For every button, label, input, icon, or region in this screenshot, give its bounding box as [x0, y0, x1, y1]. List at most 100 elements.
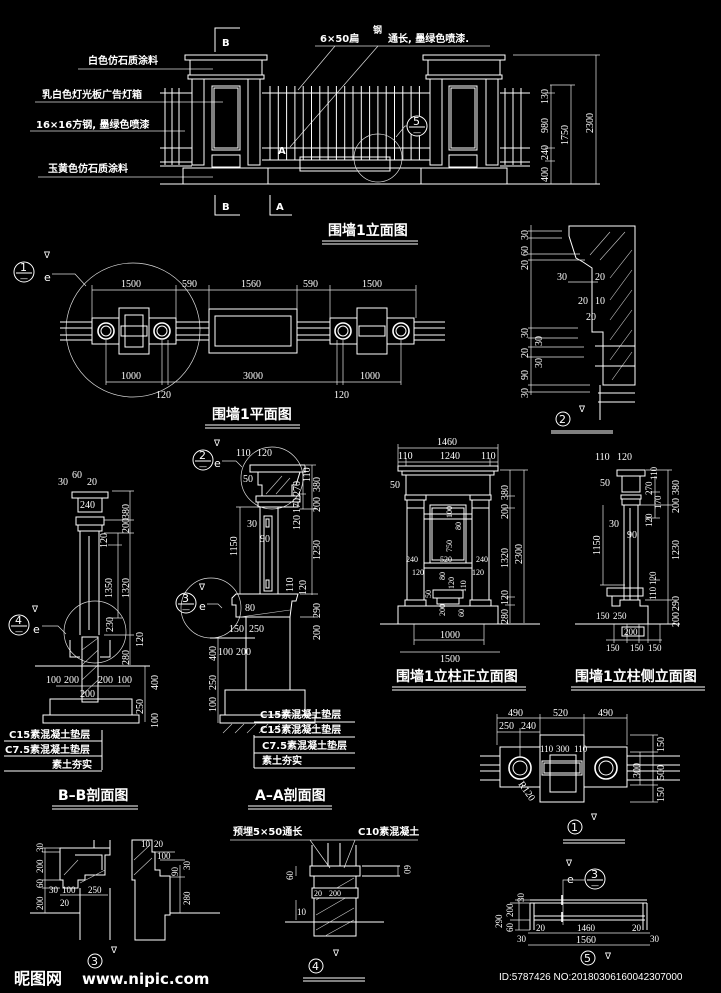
d4-dim-10: 10: [297, 907, 307, 917]
aa-dim-r270: 270: [292, 481, 303, 496]
d4-note-left: 预埋5×50通长: [233, 825, 303, 838]
cs-dim-150-d: 150: [648, 643, 662, 653]
aa-ref3-num: 3: [182, 592, 189, 605]
d2-ref: 2: [559, 413, 566, 426]
plan-dim-590-left: 590: [182, 279, 197, 290]
bb-dim-250: 250: [135, 699, 146, 714]
aa-dim-30: 30: [247, 519, 257, 530]
d1-dim-150-bottom: 150: [656, 787, 667, 802]
aa-layer-3: C7.5素混凝土垫层: [262, 739, 347, 752]
plan-dim-1500-left: 1500: [121, 279, 141, 290]
svg-text:∇: ∇: [110, 946, 118, 956]
d3-dim-r20: 20: [154, 839, 164, 849]
svg-text:∇: ∇: [213, 439, 221, 449]
cf-inner-520: 520: [440, 555, 452, 564]
cf-inner-50: 50: [424, 590, 433, 598]
d2-dim-10: 10: [595, 296, 605, 307]
d5-dim-60: 60: [505, 923, 515, 933]
aa-dim-r380: 380: [312, 477, 323, 492]
cs-dim-r110b: 110: [648, 586, 658, 600]
cs-dim-150-c: 150: [630, 643, 644, 653]
cs-dim-200: 200: [624, 627, 638, 637]
cf-dim-2300: 2300: [514, 544, 525, 564]
aa-ref2-sheet: —: [199, 462, 207, 471]
d3-dim-r100: 100: [157, 851, 171, 861]
aa-dim-150: 150: [229, 624, 244, 635]
cf-dim-380: 380: [500, 485, 511, 500]
aa-dim-r120b: 120: [298, 580, 309, 595]
plan-ref-sym2: ∇: [43, 251, 51, 261]
cs-dim-r200: 200: [671, 498, 682, 513]
cs-dim-r170: 170: [653, 495, 663, 509]
cs-dim-r200b: 200: [671, 612, 682, 627]
column-front-elevation: 1460 110 1240 110 50 380 200 1320 120 28…: [380, 437, 540, 691]
cs-dim-30: 30: [609, 519, 619, 530]
section-mark-b-bottom: B: [222, 202, 230, 213]
bb-dim-60: 60: [72, 470, 82, 481]
svg-text:∇: ∇: [565, 859, 573, 869]
bb-dim-200: 200: [121, 518, 132, 533]
label-lightbox: 乳白色灯光板广告灯箱: [42, 88, 142, 101]
detail-ref-5-num: 5: [413, 115, 420, 128]
section-aa: 2 — ∇ e 110 120 50: [175, 439, 355, 810]
detail-4-cap: 预埋5×50通长 C10素混凝土 60 60 20 200 10 ∇ 4: [230, 825, 419, 982]
d3-ref: 3: [91, 955, 98, 968]
d2-dim-30: 30: [520, 230, 531, 240]
cf-dim-110-left: 110: [398, 451, 413, 462]
plan-ref-num: 1: [20, 261, 27, 274]
d4-note-right: C10素混凝土: [358, 825, 419, 838]
d1-radius: R120: [516, 779, 537, 803]
cs-dim-90: 90: [627, 530, 637, 541]
d3-dim-200b: 200: [35, 896, 45, 910]
dim-elev-2300: 2300: [585, 113, 596, 133]
cs-dim-r1230: 1230: [671, 540, 682, 560]
label-steel-bar: 16×16方钢, 墨绿色喷漆: [36, 118, 150, 131]
d3-dim-r90: 90: [170, 867, 180, 877]
d3-dim-60: 60: [35, 879, 45, 889]
cf-dim-50: 50: [390, 480, 400, 491]
svg-text:e: e: [199, 600, 206, 613]
cf-inner-240-right: 240: [476, 555, 488, 564]
d3-dim-250: 250: [88, 885, 102, 895]
cf-dim-110-right: 110: [481, 451, 496, 462]
bb-dim-380: 380: [121, 504, 132, 519]
d4-dim-60-right: 60: [402, 865, 412, 875]
plan-dim-120-right: 120: [334, 390, 349, 401]
bb-base-200-center: 200: [80, 689, 95, 700]
d3-dim-r280: 280: [182, 891, 192, 905]
cs-dim-1150: 1150: [592, 535, 603, 555]
bb-layer-2: C7.5素混凝土垫层: [5, 743, 90, 756]
d2-dim-30-inner: 30: [557, 272, 567, 283]
dim-elev-240: 240: [540, 145, 551, 160]
bb-base-100-left: 100: [46, 675, 61, 686]
d1-dim-110-left: 110: [540, 744, 554, 754]
dim-elev-400: 400: [540, 167, 551, 182]
watermark-id: ID:5787426 NO:20180306160042307000: [499, 972, 683, 983]
aa-layer-1: C15素混凝土垫层: [260, 708, 341, 721]
detail-2-cornice: 30 60 20 30 20 30 30 90 30 30 20 20 10 2…: [520, 225, 636, 434]
d5-dim-30: 30: [516, 893, 526, 903]
svg-text:∇: ∇: [198, 583, 206, 593]
d2-dim-90: 90: [520, 370, 531, 380]
d3-dim-200: 200: [35, 859, 45, 873]
svg-text:∇: ∇: [590, 813, 598, 823]
note-flat-steel: 6×50扁: [320, 32, 359, 45]
cf-inner-80b: 80: [438, 572, 447, 580]
d1-dim-520: 520: [553, 708, 568, 719]
d1-dim-490-left: 490: [508, 708, 523, 719]
aa-dim-r290: 290: [312, 603, 323, 618]
bb-dim-30: 30: [58, 477, 68, 488]
d1-dim-110-right: 110: [574, 744, 588, 754]
plan-title: 围墙1平面图: [212, 406, 292, 423]
bb-dim-20: 20: [87, 477, 97, 488]
d1-dim-490-right: 490: [598, 708, 613, 719]
aa-dim-r200: 200: [312, 497, 323, 512]
dim-elev-130: 130: [540, 89, 551, 104]
cs-dim-r270: 270: [644, 481, 654, 495]
d4-dim-200: 200: [329, 889, 341, 898]
cf-inner-100: 100: [445, 506, 454, 518]
cs-dim-150-b: 150: [606, 643, 620, 653]
section-mark-b-top: B: [222, 38, 230, 49]
cf-dim-1240: 1240: [440, 451, 460, 462]
note-flat-steel-rest: 通长, 墨绿色喷漆.: [388, 32, 469, 45]
